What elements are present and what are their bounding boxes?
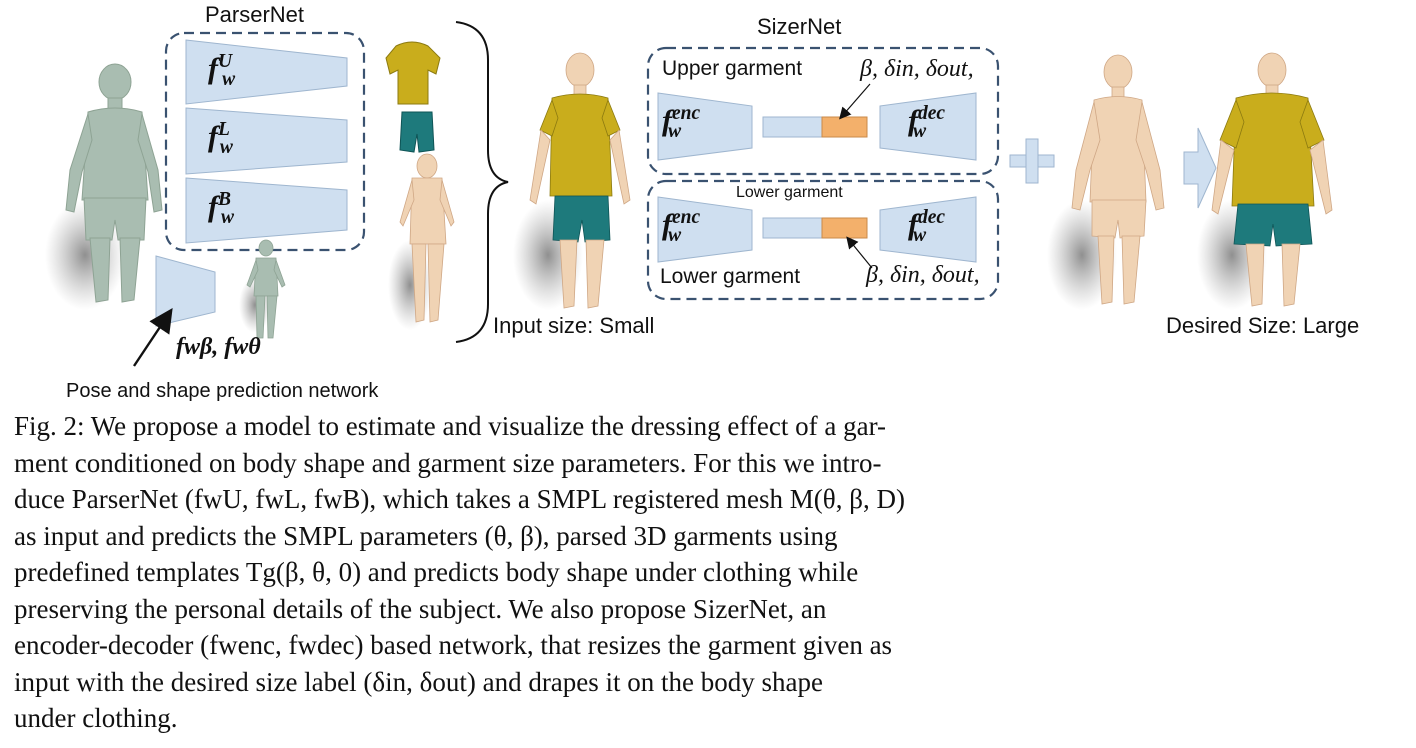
lower-decoder-block [879, 196, 977, 263]
sizernet-title: SizerNet [757, 14, 842, 39]
body-shape-figure [1047, 54, 1165, 310]
upper-size-params: β, δin, δout, [860, 56, 974, 82]
output-arrow-icon [1183, 127, 1217, 209]
input-size-label: Input size: Small [493, 313, 655, 338]
parsernet-lower-block [185, 107, 348, 175]
upper-encoder-block [657, 92, 753, 161]
lower-param-arrow [846, 236, 873, 269]
parsernet-body-block [185, 177, 348, 244]
lower-latent-block [762, 217, 823, 239]
f-body-label: fBw [208, 189, 235, 228]
sizernet-lower-box [646, 179, 1000, 301]
pose-shape-math: fwβ, fwθ [176, 334, 261, 360]
caption-line: Fig. 2: We propose a model to estimate a… [14, 411, 887, 441]
upper-garment-label: Upper garment [662, 57, 803, 80]
f-lower-label: fLw [208, 119, 233, 158]
desired-size-label: Desired Size: Large [1166, 313, 1360, 338]
f-enc-lower-label: fencw [662, 207, 701, 246]
lower-encoder-block [657, 196, 753, 263]
caption-line: predefined templates Tg(β, θ, 0) and pre… [14, 557, 859, 587]
method-figure [45, 21, 1333, 367]
parsed-shorts [399, 111, 435, 153]
f-dec-lower-label: fdecw [908, 207, 946, 246]
output-large-figure [1197, 52, 1333, 310]
upper-size-latent [821, 116, 868, 138]
plus-icon [1009, 138, 1055, 184]
caption-line: as input and predicts the SMPL parameter… [14, 520, 838, 551]
f-dec-upper-label: fdecw [908, 103, 946, 142]
upper-param-arrow [839, 83, 871, 120]
pose-shape-block [155, 255, 216, 327]
f-enc-upper-label: fencw [662, 103, 701, 142]
parsed-body [388, 153, 455, 330]
lower-size-latent [821, 217, 868, 239]
input-scan-figure [45, 63, 163, 310]
figure-caption: Fig. 2: We propose a model to estimate a… [14, 408, 1074, 737]
pose-shape-label: Pose and shape prediction network [66, 380, 379, 402]
lower-size-params: β, δin, δout, [866, 262, 980, 288]
brace [455, 21, 509, 343]
caption-line: preserving the personal details of the s… [14, 593, 827, 624]
parsernet-upper-block [185, 39, 348, 105]
upper-decoder-block [879, 92, 977, 161]
f-upper-label: fUw [208, 51, 236, 90]
caption-line: encoder-decoder (fwenc, fwdec) based net… [14, 630, 893, 660]
caption-line: ment conditioned on body shape and garme… [14, 447, 882, 478]
pose-arrow [133, 308, 173, 367]
parsed-shirt [385, 41, 441, 105]
parsernet-title: ParserNet [205, 2, 305, 27]
caption-line: under clothing. [14, 703, 178, 733]
upper-latent-block [762, 116, 823, 138]
caption-line: duce ParserNet (fwU, fwL, fwB), which ta… [14, 484, 905, 514]
small-smpl-figure [239, 239, 286, 339]
lower-garment-label: Lower garment [660, 265, 801, 288]
input-small-figure [513, 52, 631, 310]
lower-garment-small-label: Lower garment [736, 184, 843, 201]
sizernet-upper-box [646, 46, 1000, 176]
caption-line: input with the desired size label (δin, … [14, 666, 823, 697]
